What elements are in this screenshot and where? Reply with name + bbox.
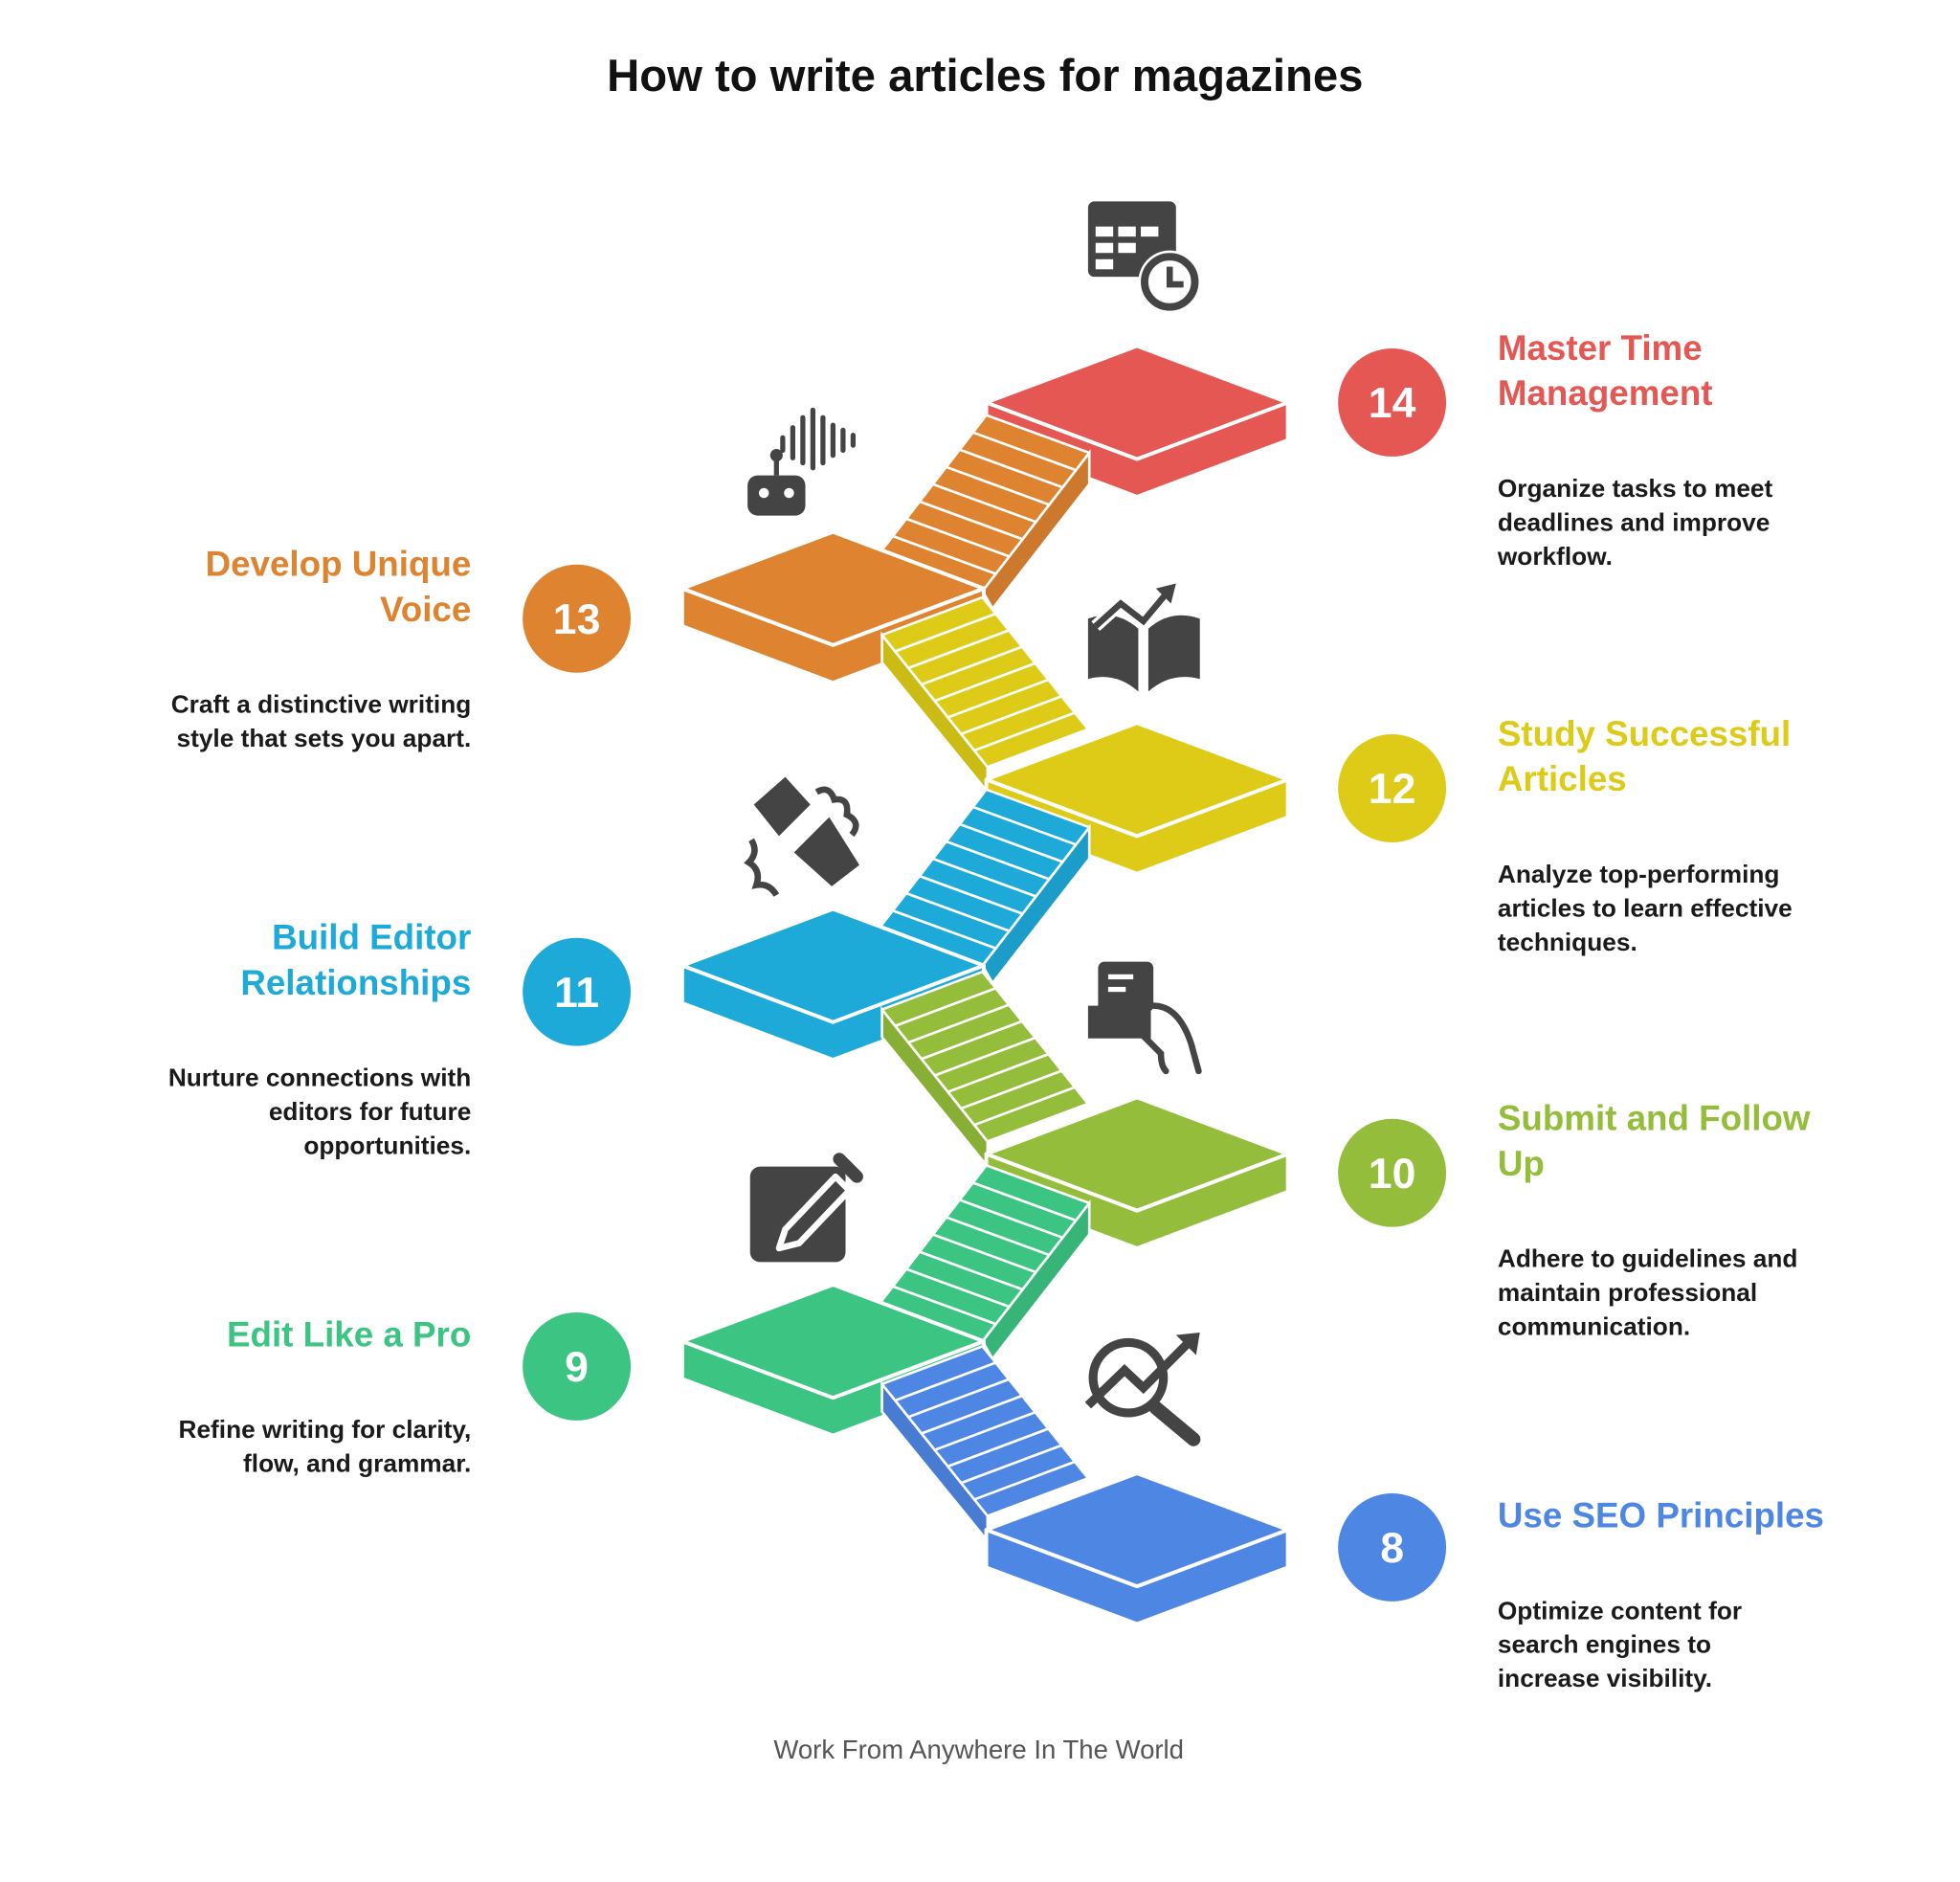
platform-top [679, 907, 986, 1024]
step-description: workflow. [1497, 542, 1613, 571]
step-description: Analyze top-performing [1498, 860, 1780, 888]
staircase [679, 344, 1290, 1626]
platform-top [984, 721, 1290, 839]
step-title: Edit Like a Pro [227, 1314, 471, 1354]
book-chart-icon [1087, 583, 1200, 692]
puzzle-handshake-icon [744, 776, 859, 897]
step-title: Develop Unique [206, 545, 472, 584]
step-badge [1338, 348, 1447, 457]
step-description: search engines to [1498, 1630, 1711, 1659]
step-badge [1338, 1492, 1447, 1602]
step-badge [523, 937, 632, 1046]
step-number: 11 [554, 970, 599, 1017]
stairs-10 [880, 970, 1090, 1171]
step-number: 9 [565, 1344, 589, 1391]
card-hand-icon [1087, 961, 1202, 1075]
step-number: 13 [553, 596, 601, 643]
step-description: maintain professional [1498, 1278, 1757, 1307]
step-description: deadlines and improve [1498, 507, 1770, 536]
step-number: 14 [1369, 380, 1416, 427]
platform-9 [679, 1283, 986, 1438]
step-title: Management [1498, 373, 1713, 413]
platform-top [984, 1095, 1290, 1213]
step-badge [523, 1311, 632, 1421]
platform-10 [984, 1095, 1290, 1250]
robot-voice-icon [747, 407, 857, 516]
stair-step [971, 1164, 1091, 1222]
stair-step [972, 1460, 1090, 1517]
step-badge [1338, 1118, 1447, 1227]
page-title: How to write articles for magazines [607, 51, 1363, 101]
step-description: Nurture connections with [168, 1064, 471, 1092]
step-number: 10 [1369, 1151, 1416, 1198]
platform-top [679, 529, 986, 647]
step-description: articles to learn effective [1498, 893, 1793, 922]
platform-top [984, 344, 1290, 461]
stair-step [971, 788, 1091, 846]
calendar-clock-icon [1087, 201, 1202, 314]
stair-step [972, 1086, 1090, 1143]
step-title: Submit and Follow [1498, 1099, 1811, 1138]
step-description: Adhere to guidelines and [1498, 1244, 1798, 1273]
footer-text: Work From Anywhere In The World [773, 1735, 1184, 1764]
step-title: Master Time [1498, 328, 1703, 368]
step-title: Up [1498, 1144, 1545, 1183]
step-title: Articles [1498, 759, 1627, 798]
step-title: Use SEO Principles [1498, 1495, 1824, 1535]
step-description: style that sets you apart. [176, 724, 471, 752]
step-icons [744, 201, 1202, 1446]
platform-top [984, 1471, 1290, 1589]
step-title: Voice [380, 590, 471, 629]
step-badge [523, 564, 632, 673]
stairs-9 [878, 1164, 1091, 1361]
step-description: editors for future [269, 1097, 471, 1126]
step-description: techniques. [1498, 928, 1637, 956]
step-description: increase visibility. [1498, 1664, 1712, 1692]
step-number: 12 [1369, 766, 1416, 813]
step-description: opportunities. [303, 1131, 471, 1160]
step-description: Optimize content for [1498, 1596, 1742, 1624]
stair-step [972, 711, 1090, 769]
step-description: Refine writing for clarity, [178, 1415, 471, 1444]
stair-step [971, 414, 1091, 472]
step-badge [1338, 734, 1447, 842]
step-title: Study Successful [1498, 714, 1791, 753]
pen-square-icon [749, 1153, 863, 1263]
step-description: Organize tasks to meet [1498, 474, 1773, 503]
search-chart-icon [1084, 1332, 1201, 1446]
step-description: flow, and grammar. [243, 1449, 471, 1478]
step-title: Relationships [240, 963, 471, 1002]
platform-top [679, 1283, 986, 1400]
step-number: 8 [1380, 1525, 1404, 1572]
step-description: Craft a distinctive writing [171, 690, 472, 719]
platform-8 [984, 1471, 1290, 1626]
step-title: Build Editor [272, 918, 471, 957]
stairs-11 [878, 788, 1091, 986]
stairs-13 [878, 414, 1091, 612]
step-description: communication. [1498, 1312, 1690, 1341]
